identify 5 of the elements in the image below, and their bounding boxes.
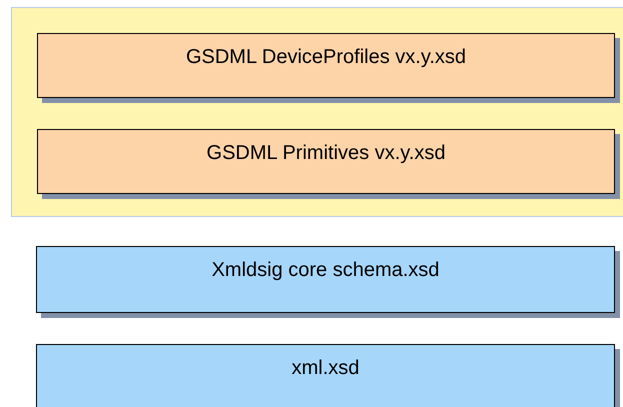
group-panel bbox=[11, 7, 623, 217]
schema-name: GSDML Primitives vx.y.xsd bbox=[206, 142, 446, 165]
schema-name: GSDML DeviceProfiles vx.y.xsd bbox=[184, 46, 468, 69]
schema-name: Xmldsig core schema.xsd bbox=[210, 259, 440, 282]
schema-name: xml.xsd bbox=[290, 357, 360, 380]
